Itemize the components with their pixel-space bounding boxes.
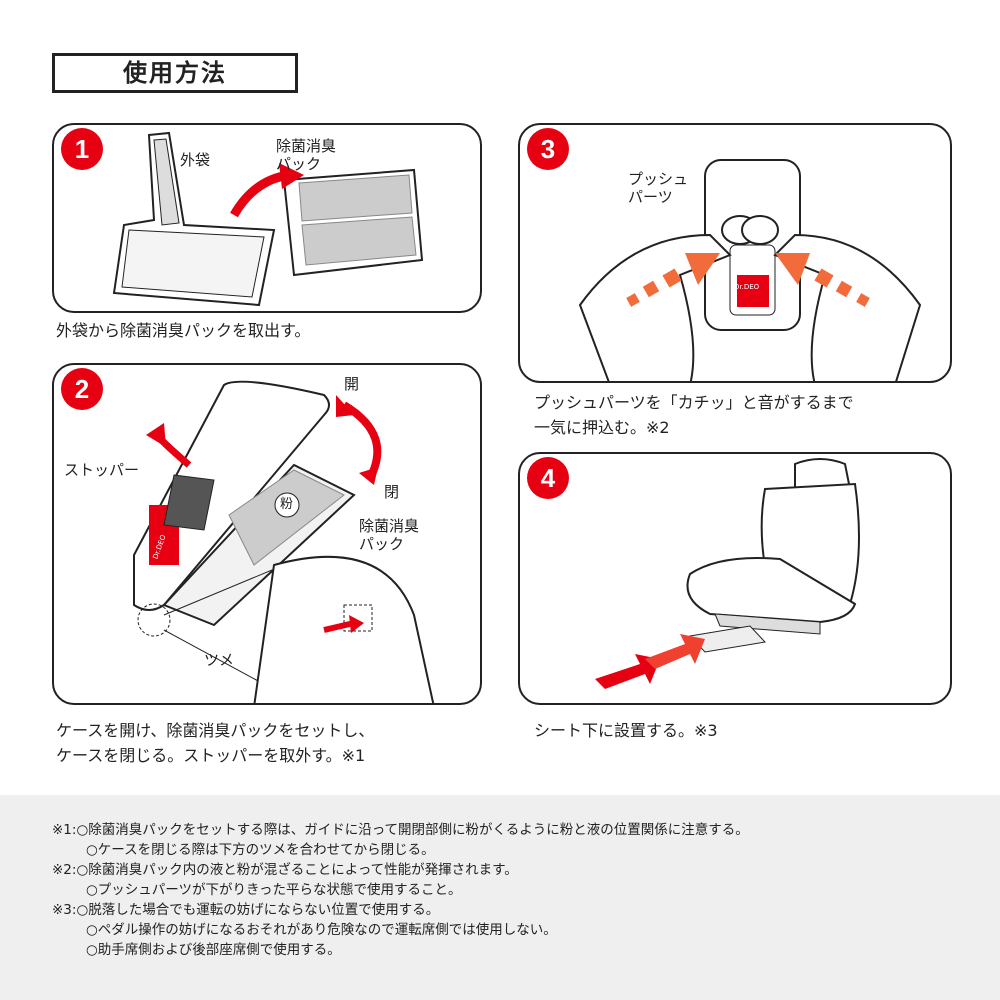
step-1-caption: 外袋から除菌消臭パックを取出す。 [56,321,311,340]
close-label: 閉 [384,483,400,501]
step-4-illustration [595,458,860,689]
step-3-panel: 3 プッシュ パーツ Dr.DEO [518,123,952,383]
step-1-number: 1 [61,128,103,170]
note-2a: ※2:○除菌消臭パック内の液と粉が混ざることによって性能が発揮されます。 [52,862,518,878]
stopper-label: ストッパー [64,461,140,479]
note-1a: ※1:○除菌消臭パックをセットする際は、ガイドに沿って開閉部側に粉がくるように粉… [52,822,749,838]
step-4-panel: 4 [518,452,952,705]
note-1b: ○ケースを閉じる際は下方のツメを合わせてから閉じる。 [86,842,435,858]
note-3a: ※3:○脱落した場合でも運転の妨げにならない位置で使用する。 [52,902,440,918]
step-3-illustration [578,159,922,381]
notes-section: ※1:○除菌消臭パックをセットする際は、ガイドに沿って開閉部側に粉がくるように粉… [0,795,1000,1000]
pack-label-1: 除菌消臭 [276,137,337,155]
step-2-number: 2 [61,368,103,410]
note-3b: ○ペダル操作の妨げになるおそれがあり危険なので運転席側では使用しない。 [86,922,557,938]
claw-label: ツメ [204,651,235,669]
step-2-caption-1: ケースを開け、除菌消臭パックをセットし、 [56,721,375,740]
note-3c: ○助手席側および後部座席側で使用する。 [86,942,341,958]
powder-label: 粉 [280,497,294,512]
outer-bag-label: 外袋 [180,151,211,169]
step-1-illustration [112,131,424,307]
push-part-label-2: パーツ [628,188,673,206]
step-3-caption-2: 一気に押込む。※2 [534,418,670,437]
step-2-illustration [133,380,435,703]
step-3-number: 3 [527,128,569,170]
step-1-panel: 1 外袋 除菌消臭 パック [52,123,482,313]
step-2-caption-2: ケースを閉じる。ストッパーを取外す。※1 [56,746,366,765]
step-2-panel: 2 開 閉 ストッパー 粉 除菌消臭 パック ツメ Dr.DEO [52,363,482,705]
pack-label-2: パック [359,535,405,553]
open-label: 開 [344,375,360,393]
page-title: 使用方法 [52,53,298,93]
step-3-caption-1: プッシュパーツを「カチッ」と音がするまで [534,393,854,412]
brand-logo: Dr.DEO [734,283,760,291]
push-part-label-1: プッシュ [628,170,689,188]
step-4-number: 4 [527,457,569,499]
pack-label-1: 除菌消臭 [359,517,420,535]
note-2b: ○プッシュパーツが下がりきった平らな状態で使用すること。 [86,882,462,898]
pack-label-2: パック [276,155,322,173]
step-4-caption: シート下に設置する。※3 [534,721,718,740]
